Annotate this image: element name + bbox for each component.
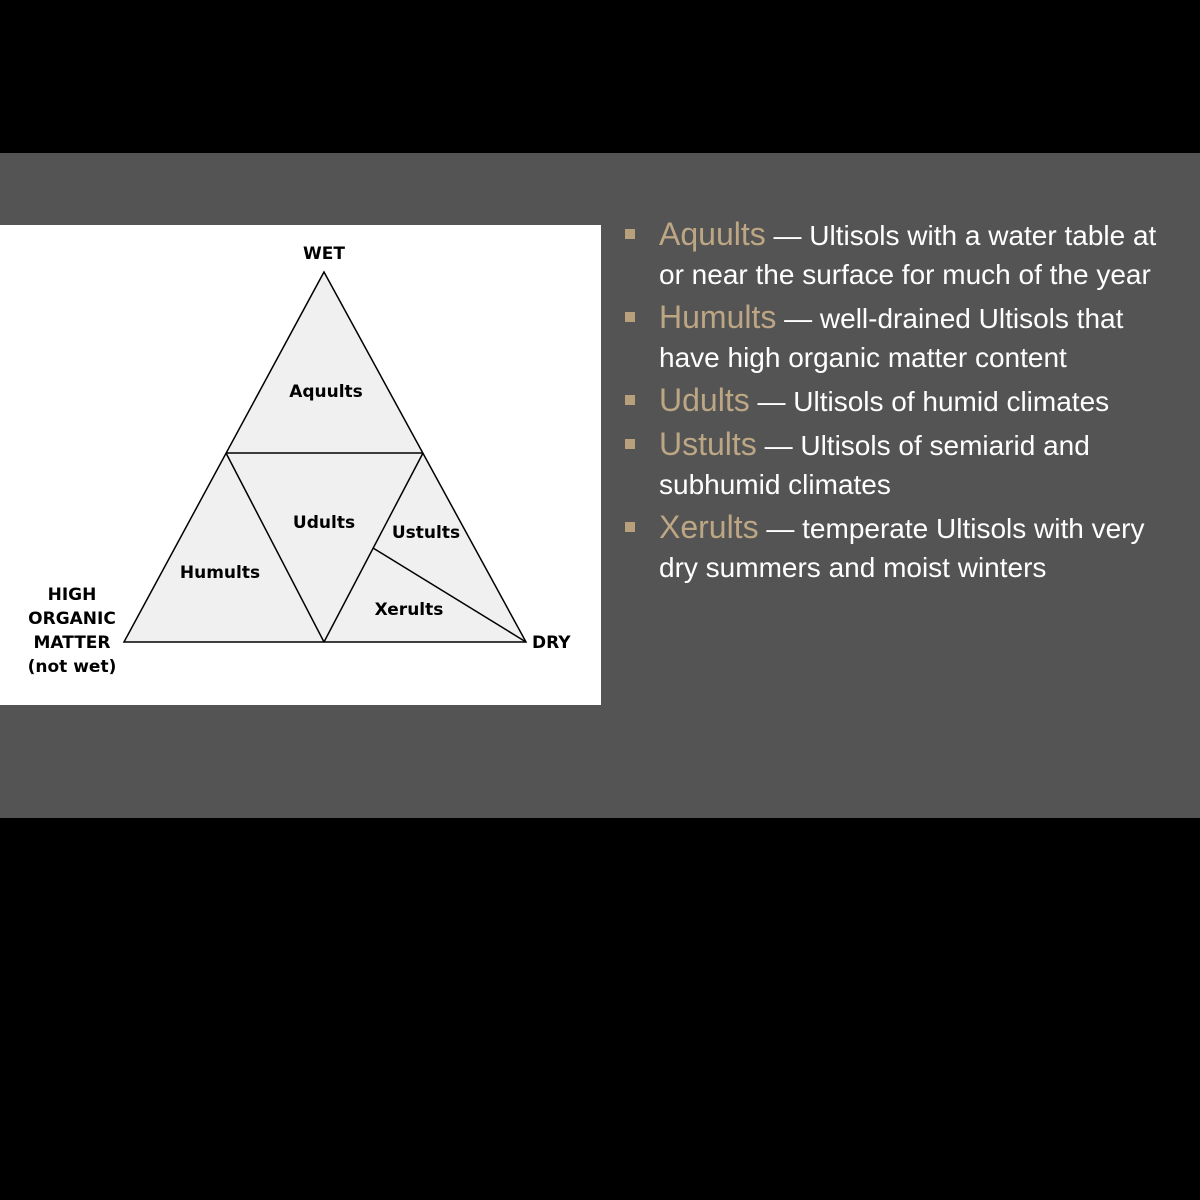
vertex-label-dry: DRY xyxy=(532,633,571,653)
divider-left-diagonal xyxy=(225,452,325,643)
list-item-humults: Humults — well-drained Ultisols that hav… xyxy=(622,298,1182,377)
term-xerults: Xerults xyxy=(659,509,759,545)
list-item-xerults: Xerults — temperate Ultisols with very d… xyxy=(622,508,1182,587)
vertex-label-left-line-4: (not wet) xyxy=(28,657,117,677)
square-bullet-icon xyxy=(625,229,635,239)
term-aquults: Aquults xyxy=(659,216,766,252)
square-bullet-icon xyxy=(625,312,635,322)
vertex-label-left-line-3: MATTER xyxy=(33,633,110,653)
region-label-xerults: Xerults xyxy=(375,600,444,620)
region-label-aquults: Aquults xyxy=(289,382,363,402)
divider-xerults xyxy=(372,547,527,643)
region-label-udults: Udults xyxy=(293,513,355,533)
region-label-humults: Humults xyxy=(180,563,260,583)
list-item-ustults: Ustults — Ultisols of semiarid and subhu… xyxy=(622,425,1182,504)
square-bullet-icon xyxy=(625,395,635,405)
term-udults: Udults xyxy=(659,382,750,418)
definition-aquults: — Ultisols with a water table at or near… xyxy=(659,220,1157,290)
vertex-label-left-line-1: HIGH xyxy=(48,585,97,605)
square-bullet-icon xyxy=(625,522,635,532)
list-item-aquults: Aquults — Ultisols with a water table at… xyxy=(622,215,1182,294)
suborder-list: Aquults — Ultisols with a water table at… xyxy=(622,215,1182,591)
square-bullet-icon xyxy=(625,439,635,449)
slide: WET DRY HIGH ORGANIC MATTER (not wet) Aq… xyxy=(0,153,1200,818)
term-humults: Humults xyxy=(659,299,777,335)
soil-triangle-diagram: WET DRY HIGH ORGANIC MATTER (not wet) Aq… xyxy=(0,225,601,705)
region-label-ustults: Ustults xyxy=(392,523,460,543)
triangle-svg: WET DRY HIGH ORGANIC MATTER (not wet) Aq… xyxy=(28,244,572,677)
outer-triangle xyxy=(122,270,528,643)
definition-ustults: — Ultisols of semiarid and subhumid clim… xyxy=(659,430,1090,500)
definition-humults: — well-drained Ultisols that have high o… xyxy=(659,303,1124,373)
vertex-label-wet: WET xyxy=(303,244,345,264)
vertex-label-left-line-2: ORGANIC xyxy=(28,609,116,629)
term-ustults: Ustults xyxy=(659,426,757,462)
definition-xerults: — temperate Ultisols with very dry summe… xyxy=(659,513,1145,583)
list-item-udults: Udults — Ultisols of humid climates xyxy=(622,381,1182,421)
definition-udults: — Ultisols of humid climates xyxy=(749,386,1110,417)
